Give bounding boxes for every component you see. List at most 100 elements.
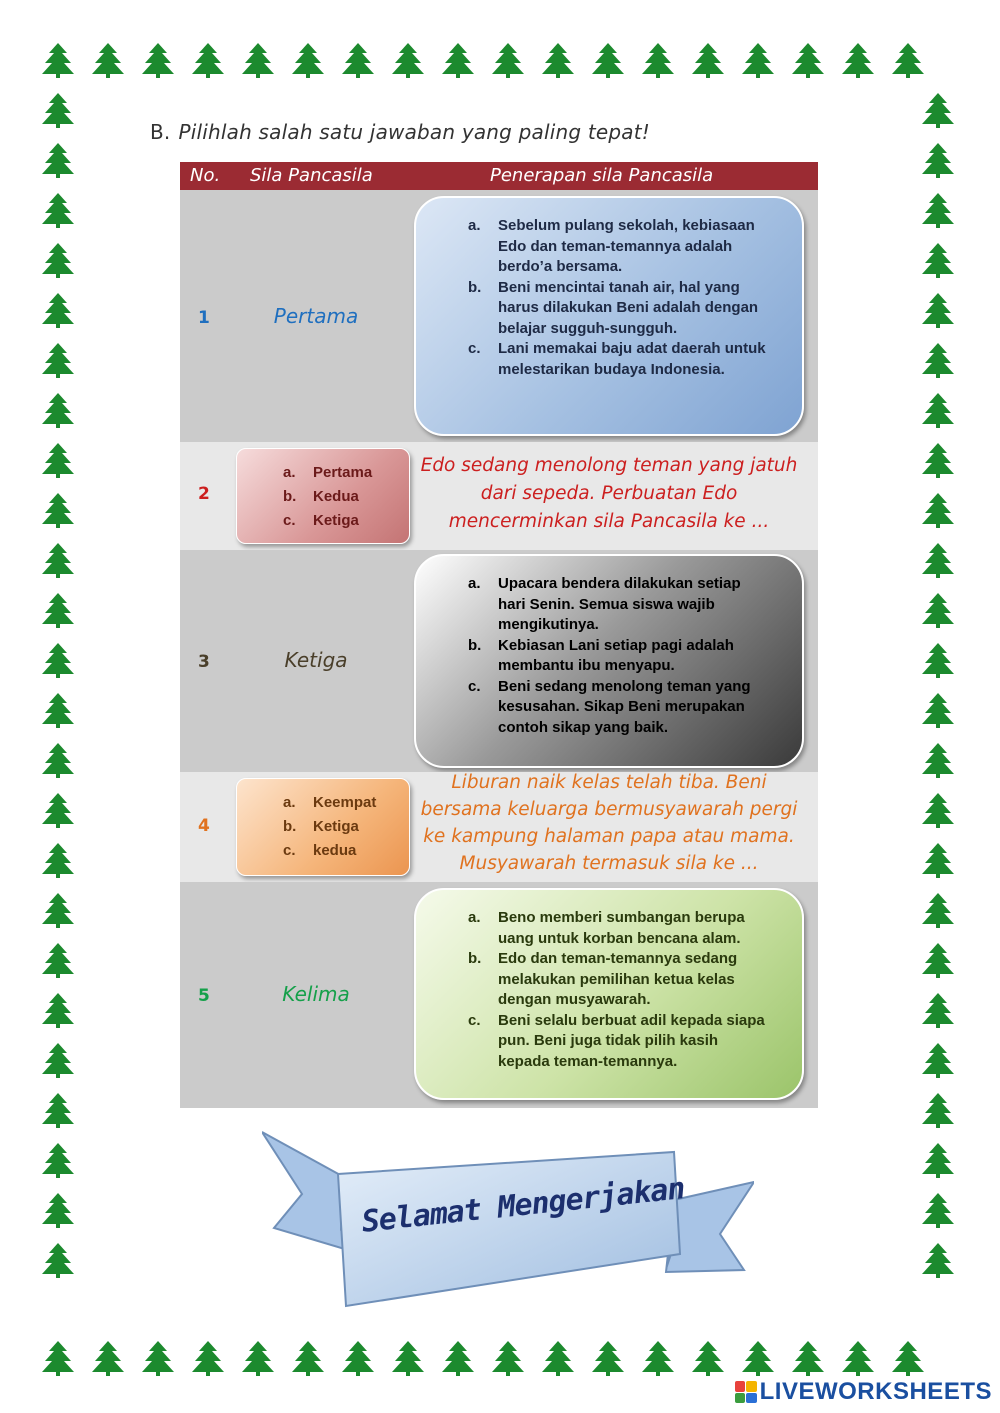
liveworksheets-footer[interactable]: LIVEWORKSHEETS <box>734 1377 992 1407</box>
tree-icon <box>920 692 956 728</box>
option-text: Beni selalu berbuat adil kepada siapa pu… <box>498 1011 765 1070</box>
tree-icon <box>390 42 426 78</box>
option-item[interactable]: b.Edo dan teman-temannya sedang melakuka… <box>468 949 768 1011</box>
option-item[interactable]: b. Beni mencintai tanah air, hal yang har… <box>468 278 768 340</box>
answer-box-red: a.Pertama b.Kedua c.Ketiga <box>236 448 410 544</box>
option-letter: c. <box>468 340 481 357</box>
tree-icon <box>490 42 526 78</box>
option-text: kedua <box>313 842 357 859</box>
option-item[interactable]: c. Lani memakai baju adat daerah untuk me… <box>468 339 768 380</box>
tree-icon <box>920 1242 956 1278</box>
tree-icon <box>920 942 956 978</box>
tree-icon <box>920 842 956 878</box>
sila-label: Ketiga <box>284 648 348 672</box>
tree-icon <box>290 42 326 78</box>
option-list: a.Sebelum pulang sekolah, kebiasaan Edo … <box>468 216 768 380</box>
tree-icon <box>920 142 956 178</box>
tree-icon <box>920 642 956 678</box>
header-no: No. <box>190 165 221 186</box>
brand-name: LIVEWORKSHEETS <box>759 1378 992 1405</box>
sila-label: Pertama <box>273 304 359 328</box>
tree-icon <box>920 1042 956 1078</box>
tree-icon <box>40 1092 76 1128</box>
header-penerapan: Penerapan sila Pancasila <box>490 165 714 186</box>
option-text: Beni mencintai tanah air, hal yang harus… <box>498 278 759 337</box>
option-item[interactable]: c.Ketiga <box>283 509 372 533</box>
tree-icon <box>920 242 956 278</box>
tree-icon <box>840 42 876 78</box>
option-text: Kebiasan Lani setiap pagi adalah membant… <box>498 636 734 675</box>
tree-icon <box>40 542 76 578</box>
tree-icon <box>40 192 76 228</box>
option-text: Keempat <box>313 794 377 811</box>
table-row-4: 4 a.Keempat b.Ketiga c.kedua Liburan nai… <box>180 772 818 882</box>
tree-icon <box>490 1340 526 1376</box>
option-item[interactable]: a.Pertama <box>283 461 372 485</box>
option-item[interactable]: c.Beni sedang menolong teman yang kesusa… <box>468 677 768 739</box>
tree-icon <box>920 892 956 928</box>
tree-icon <box>920 742 956 778</box>
tree-icon <box>40 842 76 878</box>
option-letter: b. <box>468 278 482 296</box>
option-item[interactable]: a. Keempat <box>283 791 376 815</box>
tree-icon <box>40 42 76 78</box>
tree-icon <box>40 742 76 778</box>
tree-icon <box>920 192 956 228</box>
option-letter: a. <box>468 575 481 592</box>
option-text: Lani memakai baju adat daerah untuk mele… <box>498 340 766 378</box>
option-letter: b. <box>283 488 297 505</box>
tree-icon <box>640 1340 676 1376</box>
tree-icon <box>40 1340 76 1376</box>
row-number: 2 <box>198 484 210 504</box>
tree-icon <box>190 42 226 78</box>
tree-icon <box>890 42 926 78</box>
option-item[interactable]: a.Sebelum pulang sekolah, kebiasaan Edo … <box>468 216 768 278</box>
option-list: a. Keempat b.Ketiga c. kedua <box>283 791 376 863</box>
tree-icon <box>640 42 676 78</box>
instruction-title: B.Pilihlah salah satu jawaban yang palin… <box>150 120 650 144</box>
tree-icon <box>740 1340 776 1376</box>
tree-icon <box>440 1340 476 1376</box>
table-row-3: 3 Ketiga a.Upacara bendera dilakukan set… <box>180 550 818 772</box>
table-row-2: 2 a.Pertama b.Kedua c.Ketiga Edo sedang … <box>180 442 818 550</box>
question-text: Liburan naik kelas telah tiba. Beni bers… <box>420 772 798 874</box>
option-item[interactable]: b.Kebiasan Lani setiap pagi adalah memba… <box>468 636 768 677</box>
option-letter: c. <box>283 512 296 529</box>
tree-icon <box>920 492 956 528</box>
tree-icon <box>40 292 76 328</box>
tree-icon <box>920 1092 956 1128</box>
option-letter: c. <box>468 677 481 695</box>
option-text: Beno memberi sumbangan berupa uang untuk… <box>498 909 745 947</box>
table-row-5: 5 Kelima a.Beno memberi sumbangan berupa… <box>180 882 818 1108</box>
tree-icon <box>920 592 956 628</box>
instruction-text: Pilihlah salah satu jawaban yang paling … <box>178 120 650 144</box>
option-letter: c. <box>468 1011 481 1029</box>
tree-icon <box>590 42 626 78</box>
tree-icon <box>40 592 76 628</box>
tree-icon <box>140 1340 176 1376</box>
option-letter: a. <box>283 794 296 811</box>
ribbon-banner <box>262 1131 754 1308</box>
tree-icon <box>790 42 826 78</box>
option-letter: a. <box>468 909 481 926</box>
header-sila: Sila Pancasila <box>250 165 373 186</box>
sila-label: Kelima <box>282 982 350 1006</box>
option-text: Pertama <box>313 464 373 481</box>
option-item[interactable]: a.Upacara bendera dilakukan setiap hari … <box>468 574 768 636</box>
tree-icon <box>40 142 76 178</box>
option-item[interactable]: a. Beno memberi sumbangan berupa uang unt… <box>468 908 768 949</box>
option-letter: c. <box>283 842 296 859</box>
tree-icon <box>90 1340 126 1376</box>
tree-icon <box>40 692 76 728</box>
tree-icon <box>40 942 76 978</box>
tree-icon <box>740 42 776 78</box>
tree-icon <box>40 392 76 428</box>
option-item[interactable]: c. kedua <box>283 839 376 863</box>
table-row-1: 1 Pertama a.Sebelum pulang sekolah, kebi… <box>180 190 818 442</box>
tree-icon <box>920 1192 956 1228</box>
option-item[interactable]: b.Ketiga <box>283 815 376 839</box>
option-item[interactable]: c. Beni selalu berbuat adil kepada siapa … <box>468 1011 768 1073</box>
option-letter: a. <box>468 217 481 234</box>
option-item[interactable]: b.Kedua <box>283 485 372 509</box>
tree-icon <box>240 1340 276 1376</box>
